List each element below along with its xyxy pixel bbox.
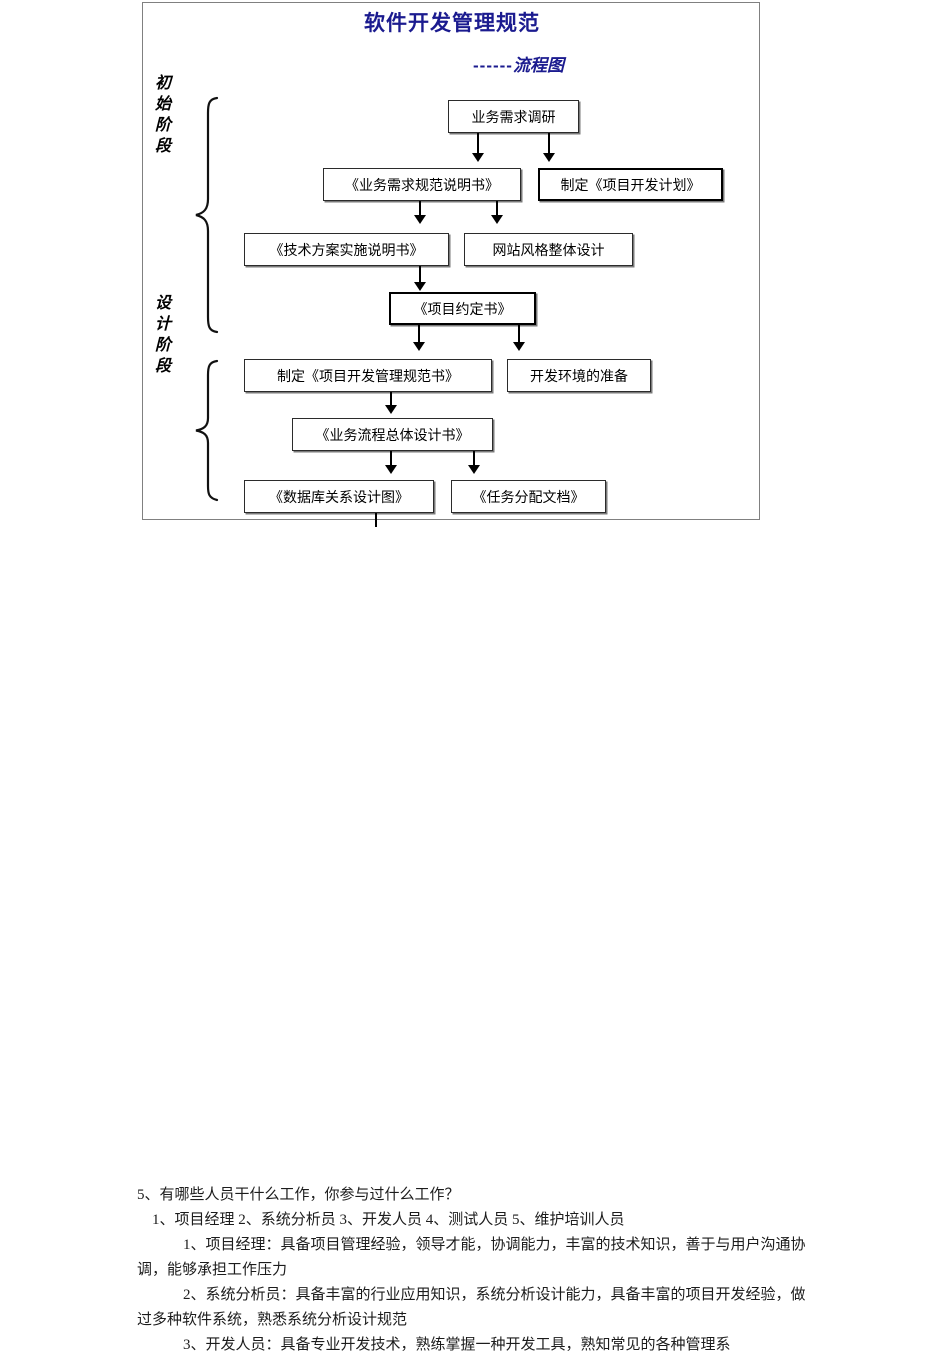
flow-node-website-style-design[interactable]: 网站风格整体设计: [464, 233, 633, 266]
subtitle-text: 流程图: [512, 56, 564, 75]
connector-n7-to-n9: [390, 392, 392, 407]
flow-node-development-environment-prep[interactable]: 开发环境的准备: [507, 359, 651, 392]
flow-node-project-agreement[interactable]: 《项目约定书》: [389, 292, 536, 325]
arrowhead-n7-to-n9: [385, 405, 397, 414]
flow-node-project-development-plan[interactable]: 制定《项目开发计划》: [538, 168, 723, 201]
role-detail-developer: 3、开发人员：具备专业开发技术，熟练掌握一种开发工具，熟知常见的各种管理系: [183, 1337, 731, 1353]
flow-node-business-requirement-spec[interactable]: 《业务需求规范说明书》: [323, 168, 521, 201]
flow-node-database-relation-diagram[interactable]: 《数据库关系设计图》: [244, 480, 434, 513]
arrowhead-n2-to-n4: [414, 215, 426, 224]
flow-node-technical-solution-spec[interactable]: 《技术方案实施说明书》: [244, 233, 449, 266]
connector-n9-to-n11: [473, 451, 475, 468]
phase-label-initial: 初始阶段: [154, 75, 171, 155]
connector-n1-to-n3: [548, 133, 550, 156]
roles-summary-line: 1、项目经理 2、系统分析员 3、开发人员 4、测试人员 5、维护培训人员: [152, 1212, 625, 1228]
connector-n4-to-n6: [419, 266, 421, 284]
flowchart-subtitle: ------流程图: [473, 51, 733, 76]
subtitle-dashes: ------: [473, 56, 513, 75]
arrowhead-n6-to-n8: [513, 342, 525, 351]
arrowhead-n6-to-n7: [413, 342, 425, 351]
arrowhead-n9-to-n10: [385, 465, 397, 474]
role-detail-project-manager: 1、项目经理：具备项目管理经验，领导才能，协调能力，丰富的技术知识，善于与用户沟…: [137, 1237, 806, 1278]
brace-design-phase: [195, 359, 219, 502]
connector-n9-to-n10: [390, 451, 392, 468]
connector-n6-to-n8: [518, 325, 520, 345]
role-detail-system-analyst: 2、系统分析员：具备丰富的行业应用知识，系统分析设计能力，具备丰富的项目开发经验…: [137, 1287, 806, 1328]
flow-node-business-process-design[interactable]: 《业务流程总体设计书》: [292, 418, 493, 451]
brace-initial-phase: [195, 96, 219, 334]
arrowhead-n9-to-n11: [468, 465, 480, 474]
flow-node-development-management-spec[interactable]: 制定《项目开发管理规范书》: [244, 359, 492, 392]
question-line: 5、有哪些人员干什么工作，你参与过什么工作？: [137, 1187, 460, 1203]
flowchart-frame: 软件开发管理规范 ------流程图 初始阶段 设计阶段 业务需求调研 《业务需…: [142, 2, 760, 527]
connector-n6-to-n7: [418, 325, 420, 345]
arrowhead-n1-to-n2: [472, 153, 484, 162]
answer-text-block: 5、有哪些人员干什么工作，你参与过什么工作？ 1、项目经理 2、系统分析员 3、…: [137, 1183, 813, 1358]
arrowhead-n2-to-n5: [491, 215, 503, 224]
connector-n1-to-n2: [477, 133, 479, 156]
arrowhead-n4-to-n6: [414, 282, 426, 291]
connector-n2-to-n5: [496, 201, 498, 218]
connector-stub-bottom: [375, 513, 377, 527]
phase-label-design: 设计阶段: [154, 295, 171, 375]
arrowhead-n1-to-n3: [543, 153, 555, 162]
flow-node-task-assignment-doc[interactable]: 《任务分配文档》: [451, 480, 606, 513]
page-title: 软件开发管理规范: [364, 12, 540, 35]
flow-node-business-requirement-research[interactable]: 业务需求调研: [448, 100, 579, 133]
connector-n2-to-n4: [419, 201, 421, 218]
